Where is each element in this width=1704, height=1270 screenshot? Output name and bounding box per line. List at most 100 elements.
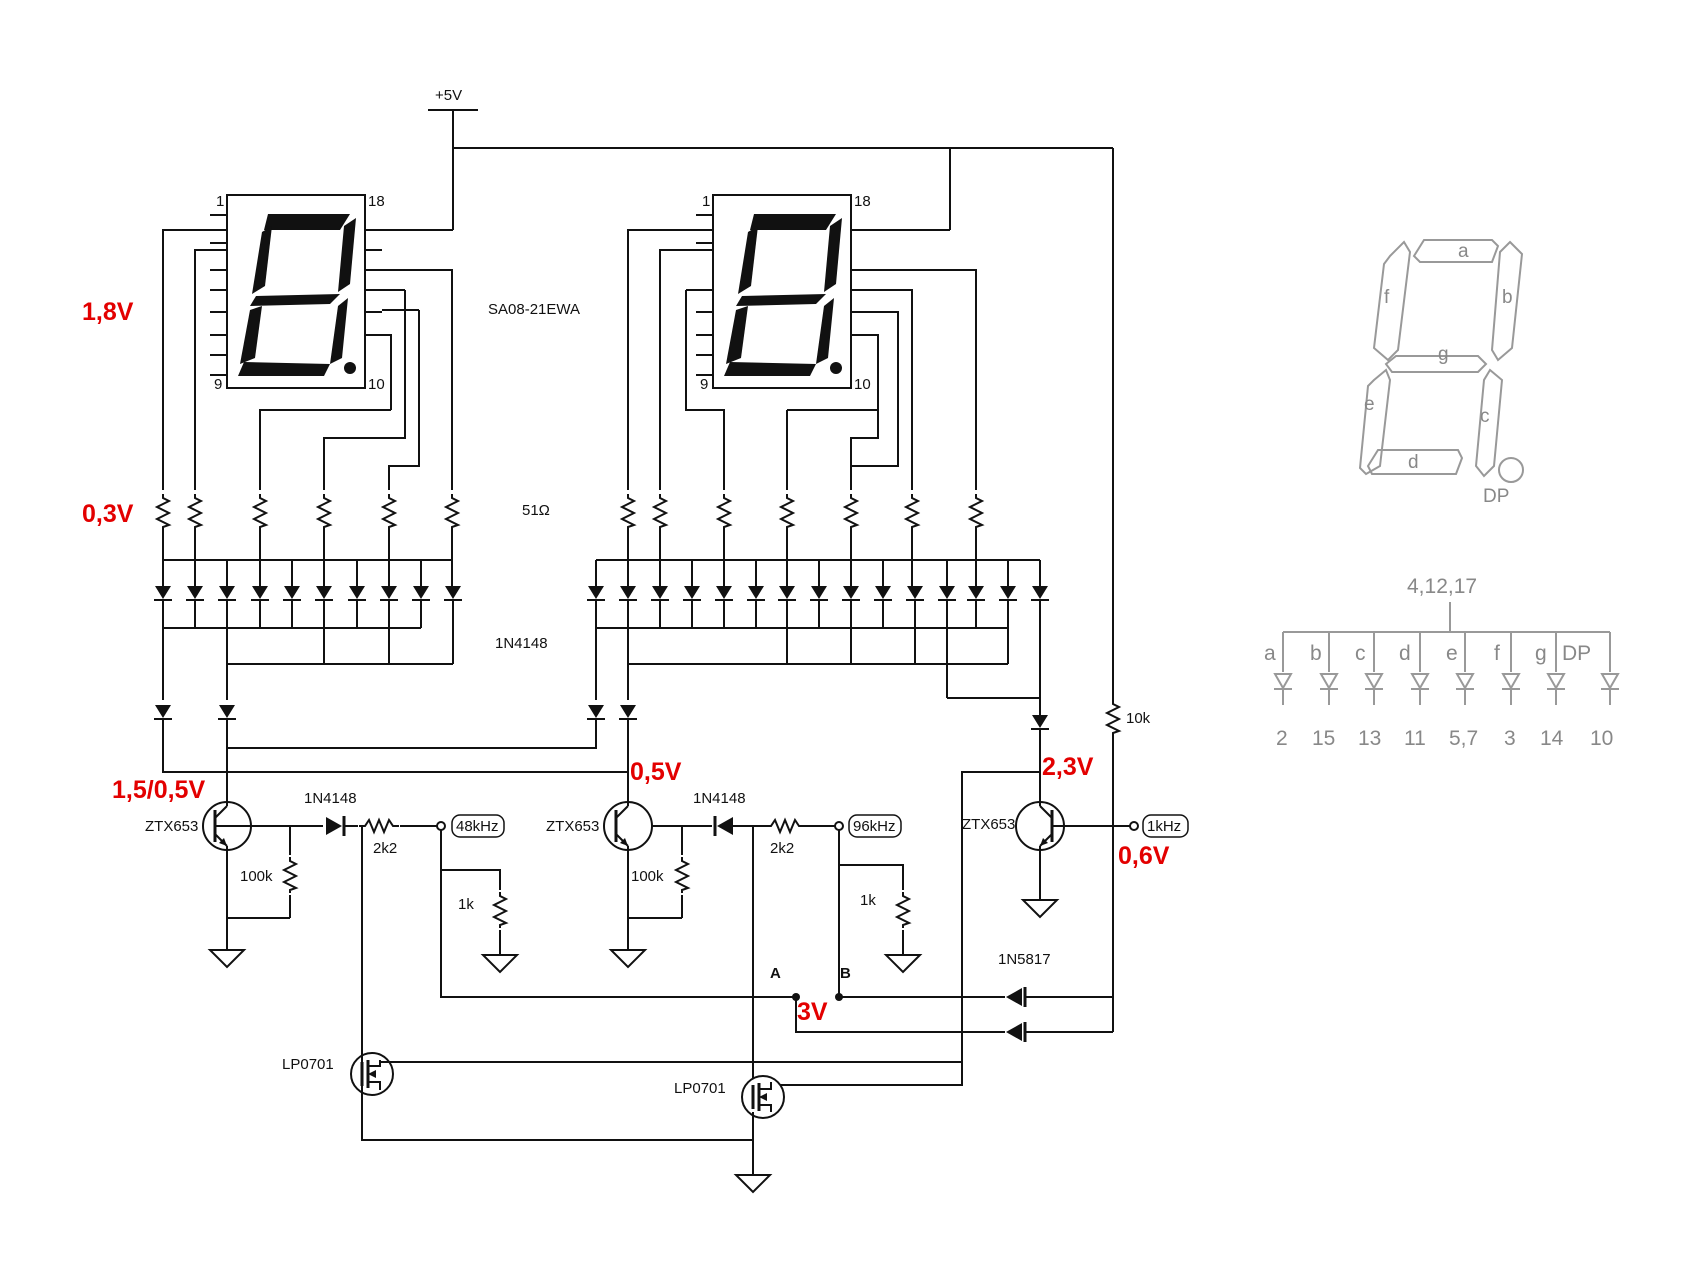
r-100k-2-label: 100k	[631, 868, 664, 885]
r-100k-1-label: 100k	[240, 868, 273, 885]
voltage-2: 0,3V	[82, 500, 134, 528]
transistor-2	[603, 800, 653, 851]
pin-number-e: 5,7	[1449, 727, 1478, 750]
segment-g-label: g	[1438, 344, 1449, 365]
pin-number-b: 15	[1312, 727, 1335, 750]
or-diodes	[153, 704, 1050, 800]
transistor-3-label: ZTX653	[962, 816, 1015, 833]
pin-number-c: 13	[1358, 727, 1381, 750]
ground-5	[885, 954, 921, 973]
segment-b-label: b	[1502, 287, 1513, 308]
switch-nodes	[792, 987, 1113, 1042]
pin-letter-d: d	[1399, 642, 1411, 665]
voltage-5: 2,3V	[1042, 753, 1094, 781]
mosfet-1-wiring	[361, 826, 962, 1141]
display-2-pin-10: 10	[854, 376, 871, 393]
r-1k-2-label: 1k	[860, 892, 876, 909]
r-2k2-2-label: 2k2	[770, 840, 794, 857]
segment-c-label: c	[1480, 406, 1490, 427]
display-2-wiring	[627, 229, 977, 490]
input-1khz-label: 1kHz	[1147, 818, 1181, 835]
mosfet-1-label: LP0701	[282, 1056, 334, 1073]
segment-a-label: a	[1458, 241, 1469, 262]
pin-letter-c: c	[1355, 642, 1366, 665]
pin-number-a: 2	[1276, 727, 1288, 750]
pin-number-dp: 10	[1590, 727, 1613, 750]
mosfet-2-label: LP0701	[674, 1080, 726, 1097]
r-1k-1	[493, 891, 507, 929]
r-1k-1-label: 1k	[458, 896, 474, 913]
display-1-pin-10: 10	[368, 376, 385, 393]
resistor-value-label: 51Ω	[522, 502, 550, 519]
r-10k	[1106, 699, 1120, 737]
seven-segment-display-1: 1 18 9 10	[210, 193, 385, 393]
ground-2	[610, 949, 646, 968]
ground-6	[735, 1174, 771, 1193]
input-48khz-label: 48kHz	[456, 818, 499, 835]
node-b-label: B	[840, 965, 851, 982]
seven-segment-display-2: 1 18 9 10	[696, 193, 871, 393]
ground-3	[1022, 899, 1058, 918]
transistor-1-label: ZTX653	[145, 818, 198, 835]
component-labels: SA08-21EWA 51Ω 1N4148 ZTX653 ZTX653 ZTX6…	[145, 301, 1151, 1097]
vcc-rail: +5V	[365, 87, 1114, 682]
pin-letter-dp: DP	[1562, 642, 1591, 665]
r-2k2-2	[764, 819, 806, 833]
pin-letter-b: b	[1310, 642, 1322, 665]
voltage-1: 1,8V	[82, 298, 134, 326]
display-1-pin-9: 9	[214, 376, 222, 393]
pin-number-g: 14	[1540, 727, 1564, 750]
pin-number-f: 3	[1504, 727, 1516, 750]
transistor-1-circuit	[226, 825, 437, 950]
display-1-pin-18: 18	[368, 193, 385, 210]
input-1khz[interactable]: 1kHz	[1129, 814, 1189, 838]
mosfet-1	[350, 1052, 394, 1096]
display-1-digit	[238, 214, 356, 376]
display-1-wiring	[162, 229, 453, 490]
r-100k-2	[675, 856, 689, 894]
transistor-1	[202, 800, 252, 851]
display-2-pin-9: 9	[700, 376, 708, 393]
segment-map: a b c d e f g DP	[1358, 239, 1524, 507]
r-100k-1	[283, 856, 297, 894]
segment-f-label: f	[1384, 287, 1390, 308]
voltage-annotations: 1,8V 0,3V 1,5/0,5V 0,5V 2,3V 0,6V 3V	[82, 298, 1170, 1026]
base-diode-1	[326, 816, 346, 836]
segment-e-label: e	[1364, 394, 1375, 415]
ground-1	[209, 949, 245, 968]
load-network	[440, 830, 904, 998]
input-48khz[interactable]: 48kHz	[436, 814, 505, 838]
r-2k2-1	[358, 819, 400, 833]
diode-matrix-2	[586, 559, 1050, 715]
display-1-pin-1: 1	[216, 193, 224, 210]
input-96khz-label: 96kHz	[853, 818, 896, 835]
r-1k-2	[896, 891, 910, 929]
node-a-label: A	[770, 965, 781, 982]
input-96khz[interactable]: 96kHz	[834, 814, 902, 838]
voltage-6: 0,6V	[1118, 842, 1170, 870]
r-10k-label: 10k	[1126, 710, 1151, 727]
transistor-2-label: ZTX653	[546, 818, 599, 835]
display-part-label: SA08-21EWA	[488, 301, 580, 318]
schottky-label: 1N5817	[998, 951, 1051, 968]
segment-dp-label: DP	[1483, 486, 1509, 507]
segment-d-label: d	[1408, 452, 1419, 473]
voltage-3: 1,5/0,5V	[112, 776, 205, 804]
ground-4	[482, 954, 518, 973]
r-2k2-1-label: 2k2	[373, 840, 397, 857]
transistor-2-circuit	[627, 825, 835, 1090]
pin-letter-g: g	[1535, 642, 1547, 665]
transistor-3-circuit	[780, 682, 1130, 1086]
display-1-resistors	[156, 493, 459, 588]
display-2-digit	[724, 214, 842, 376]
display-2-pin-1: 1	[702, 193, 710, 210]
pin-letter-a: a	[1264, 642, 1276, 665]
diode-part-label: 1N4148	[495, 635, 548, 652]
mosfet-2	[741, 1075, 785, 1119]
base-diode-2	[713, 816, 733, 836]
pinout-diagram: 4,12,17 a b c d e f	[1264, 575, 1620, 750]
pin-number-d: 11	[1404, 727, 1426, 750]
vcc-label: +5V	[435, 87, 462, 104]
base-diode-2-label: 1N4148	[693, 790, 746, 807]
